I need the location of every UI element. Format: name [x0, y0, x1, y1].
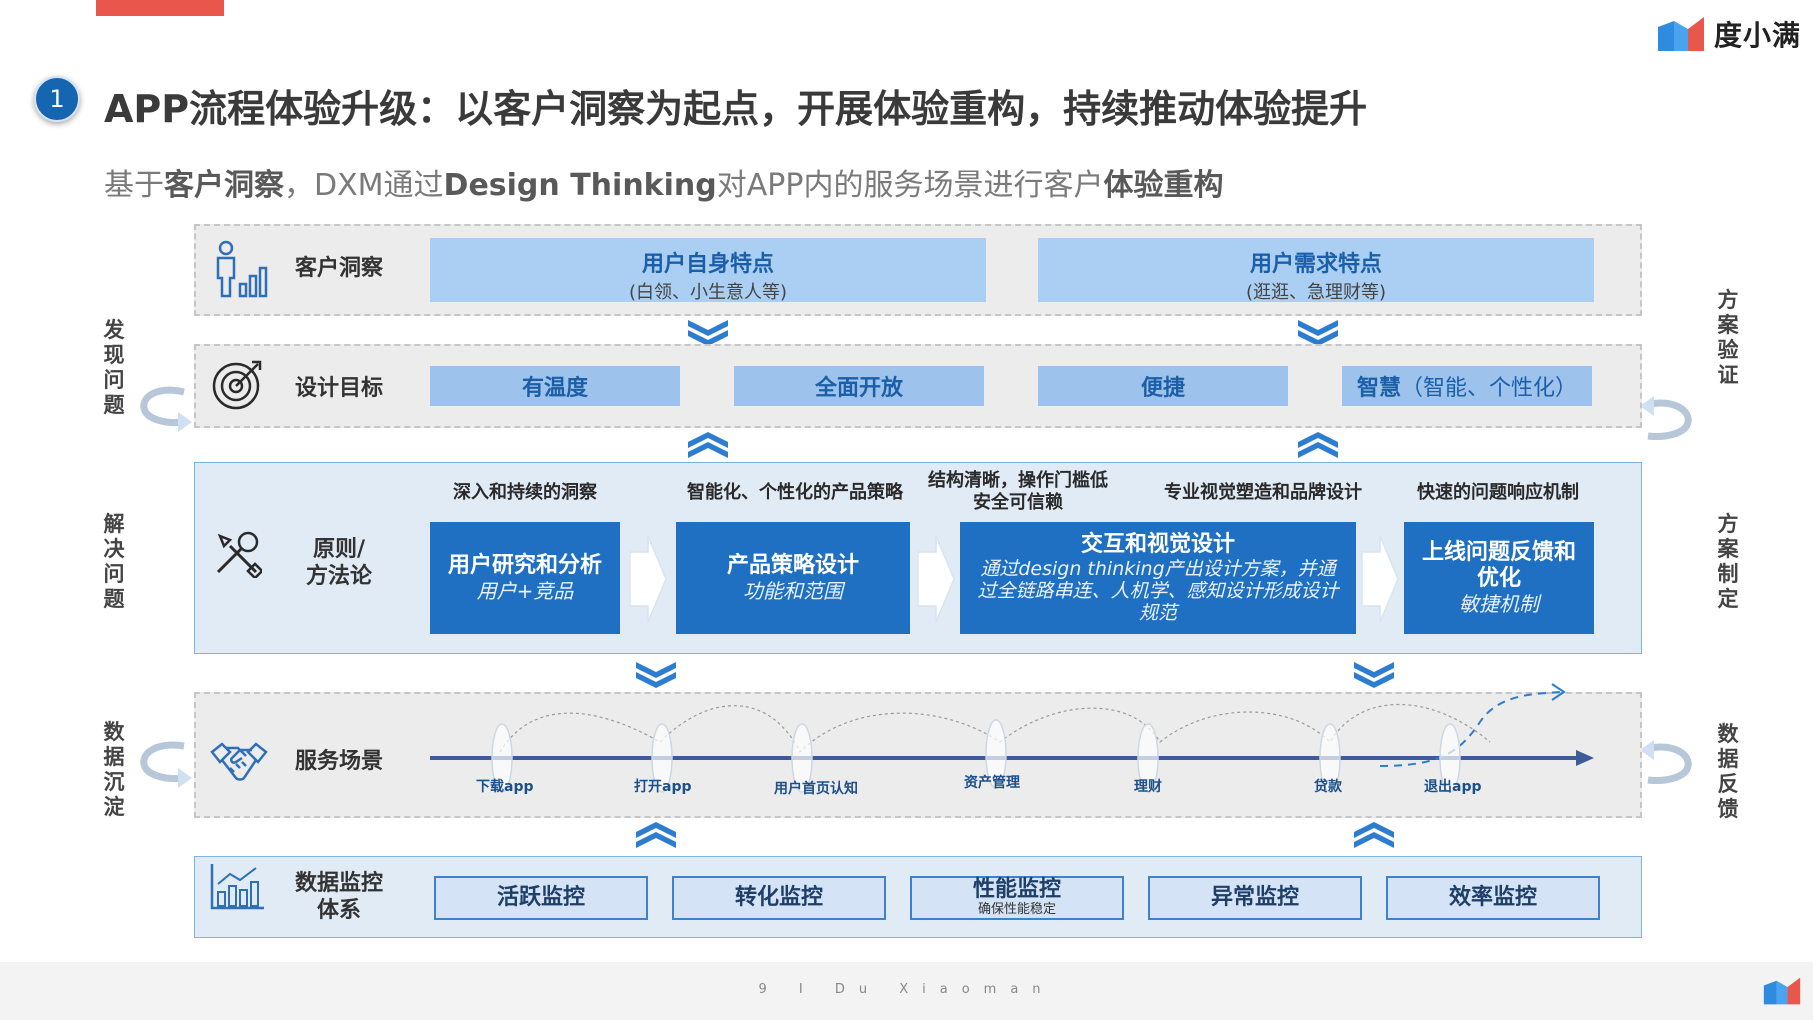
double-chevron-up-icon: [688, 432, 728, 458]
journey-timeline: [430, 683, 1594, 793]
goal-open: 全面开放: [734, 366, 984, 406]
double-chevron-down-icon: [636, 662, 676, 688]
goal-warmth: 有温度: [430, 366, 680, 406]
goal-convenient: 便捷: [1038, 366, 1288, 406]
page-title: APP流程体验升级：以客户洞察为起点，开展体验重构，持续推动体验提升: [104, 87, 1368, 131]
double-chevron-down-icon: [1354, 662, 1394, 688]
person-chart-icon: [216, 240, 268, 298]
touchpoint-label: 资产管理: [964, 775, 1020, 791]
touchpoint-label: 用户首页认知: [774, 781, 858, 797]
side-label-feedback: 数据反馈: [1717, 722, 1739, 821]
double-chevron-up-icon: [636, 822, 676, 848]
touchpoint-label: 下载app: [476, 779, 534, 795]
section-number-badge: 1: [34, 76, 80, 122]
logo-icon: [1657, 17, 1704, 51]
logo-text: 度小满: [1713, 19, 1801, 52]
monitor-box-performance: 性能监控 确保性能稳定: [910, 876, 1124, 920]
method-box-research: 用户研究和分析 用户+竞品: [430, 522, 620, 634]
target-icon: [212, 360, 262, 410]
side-label-discover: 发现问题: [103, 318, 125, 417]
touchpoint-label: 打开app: [634, 779, 692, 795]
method-head: 专业视觉塑造和品牌设计: [1164, 482, 1362, 503]
insight-box-title: 用户自身特点: [641, 252, 774, 277]
touchpoint-label: 退出app: [1424, 779, 1482, 795]
cycle-arrow-icon: [140, 386, 192, 432]
top-accent-bar: [96, 0, 224, 16]
page-subtitle: 基于客户洞察，DXM通过Design Thinking对APP内的服务场景进行客…: [104, 168, 1224, 203]
insight-box-self: 用户自身特点 (白领、小生意人等): [430, 238, 986, 303]
side-label-verify: 方案验证: [1717, 288, 1739, 387]
cycle-arrow-icon: [1640, 396, 1692, 440]
monitor-box-efficiency: 效率监控: [1386, 876, 1600, 920]
side-label-deposit: 数据沉淀: [103, 720, 125, 819]
touchpoint-label: 贷款: [1314, 779, 1342, 795]
method-head: 快速的问题响应机制: [1417, 482, 1579, 503]
insight-box-title: 用户需求特点: [1249, 252, 1382, 277]
method-box-design: 交互和视觉设计 通过design thinking产出设计方案，并通过全链路串连…: [960, 522, 1356, 634]
monitor-box-active: 活跃监控: [434, 876, 648, 920]
method-head: 深入和持续的洞察: [453, 482, 597, 503]
flow-arrow-icon: [917, 535, 955, 623]
flow-arrow-icon: [629, 535, 667, 623]
goals-label: 设计目标: [294, 376, 383, 401]
double-chevron-up-icon: [1298, 432, 1338, 458]
double-chevron-down-icon: [688, 320, 728, 346]
bar-chart-icon: [210, 864, 264, 910]
method-box-feedback: 上线问题反馈和优化 敏捷机制: [1404, 522, 1594, 634]
monitor-box-conversion: 转化监控: [672, 876, 886, 920]
method-head: 结构清晰，操作门槛低 安全可信赖: [928, 470, 1108, 513]
touchpoint-label: 理财: [1134, 779, 1162, 795]
double-chevron-down-icon: [1298, 320, 1338, 346]
methods-label: 原则/ 方法论: [305, 537, 372, 589]
footer-text: 9 I Du Xiaoman: [758, 982, 1055, 997]
method-head: 智能化、个性化的产品策略: [687, 482, 903, 503]
logo-icon: [1763, 977, 1801, 1005]
insight-box-sub: (白领、小生意人等): [628, 282, 788, 303]
cycle-arrow-icon: [140, 741, 192, 788]
brand-logo: 度小满: [1656, 14, 1801, 54]
goal-smart: 智慧（智能、个性化）: [1342, 366, 1592, 406]
side-label-solve: 解决问题: [103, 512, 125, 611]
monitor-label: 数据监控 体系: [294, 871, 383, 923]
insight-box-needs: 用户需求特点 (逛逛、急理财等): [1038, 238, 1594, 303]
insight-label: 客户洞察: [294, 256, 383, 281]
insight-box-sub: (逛逛、急理财等): [1245, 282, 1387, 303]
method-box-strategy: 产品策略设计 功能和范围: [676, 522, 910, 634]
scenes-row: [194, 692, 1642, 818]
monitor-box-exception: 异常监控: [1148, 876, 1362, 920]
scenes-label: 服务场景: [294, 749, 383, 774]
cycle-arrow-icon: [1640, 740, 1692, 784]
tools-icon: [216, 531, 262, 578]
handshake-icon: [210, 742, 268, 781]
footer-band: [0, 962, 1813, 1020]
flow-arrow-icon: [1361, 535, 1399, 623]
side-label-make: 方案制定: [1717, 512, 1739, 611]
double-chevron-up-icon: [1354, 822, 1394, 848]
